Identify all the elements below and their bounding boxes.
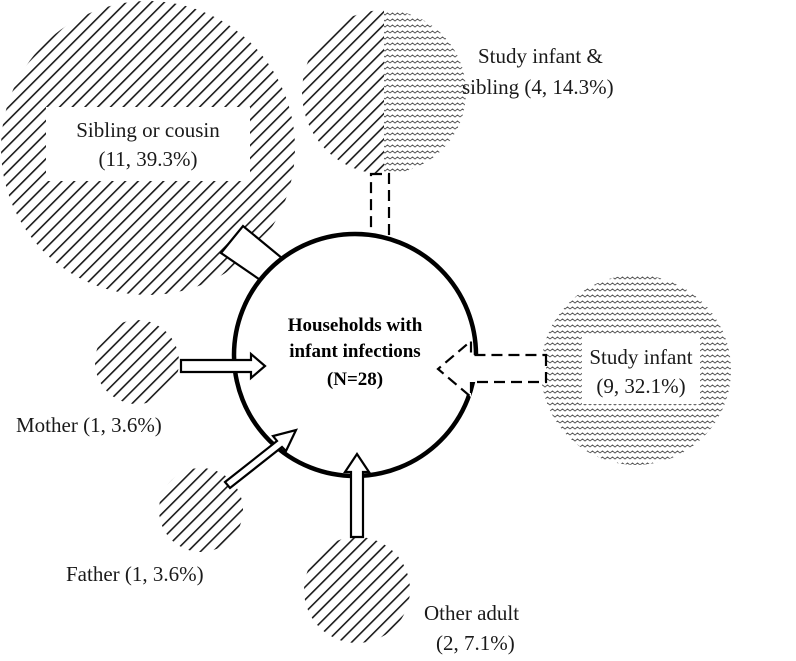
study-infant-sibling-hatch-half <box>302 10 384 174</box>
node-households: Households with infant infections (N=28) <box>231 231 479 479</box>
study-infant-sibling-label-line1: Study infant & <box>478 44 603 68</box>
sibling-or-cousin-label-box <box>46 107 250 181</box>
center-label-line3: (N=28) <box>327 369 383 390</box>
study-infant-label-box <box>582 336 700 404</box>
arrow-other-adult-to-center <box>342 452 372 539</box>
study-infant-sibling-wave-half <box>384 10 466 174</box>
study-infant-sibling-label-line2: sibling (4, 14.3%) <box>462 75 614 99</box>
arrow-study-infant-to-center <box>436 338 548 400</box>
other-adult-label-line2: (2, 7.1%) <box>436 631 515 655</box>
node-study-infant: Study infant (9, 32.1%) <box>541 275 731 465</box>
node-study-infant-and-sibling: Study infant & sibling (4, 14.3%) <box>302 10 614 174</box>
center-label-line1: Households with <box>288 315 423 336</box>
other-adult-label-line1: Other adult <box>424 601 519 625</box>
sibling-or-cousin-label-line2: (11, 39.3%) <box>99 147 198 171</box>
mother-label: Mother (1, 3.6%) <box>16 413 162 437</box>
study-infant-label-line2: (9, 32.1%) <box>596 374 685 398</box>
mother-circle <box>95 320 179 404</box>
sibling-or-cousin-label-line1: Sibling or cousin <box>76 118 220 142</box>
arrow-father-to-center <box>223 428 299 490</box>
center-label-line2: infant infections <box>289 341 420 362</box>
node-mother: Mother (1, 3.6%) <box>16 320 179 437</box>
arrow-mother-to-center <box>179 351 267 381</box>
other-adult-circle <box>304 537 410 643</box>
study-infant-label-line1: Study infant <box>589 345 692 369</box>
father-label: Father (1, 3.6%) <box>66 562 204 586</box>
node-father: Father (1, 3.6%) <box>66 468 243 586</box>
node-sibling-or-cousin: Sibling or cousin (11, 39.3%) <box>1 1 295 295</box>
node-other-adult: Other adult (2, 7.1%) <box>304 537 519 655</box>
father-circle <box>159 468 243 552</box>
